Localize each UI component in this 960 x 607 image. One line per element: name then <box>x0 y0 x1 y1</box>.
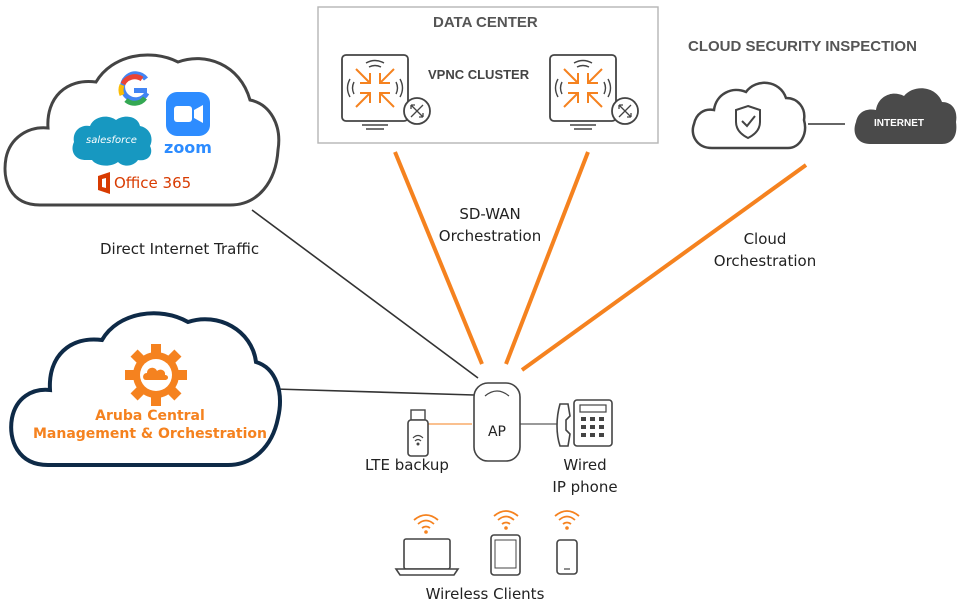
cloud-orchestration-label: Orchestration <box>713 252 817 270</box>
office365-label: Office 365 <box>114 174 192 192</box>
wired-label: Wired <box>563 456 607 474</box>
vpnc-gateway-icon <box>549 54 639 130</box>
internet-label: INTERNET <box>874 118 924 129</box>
lte-dongle-icon <box>407 409 429 457</box>
ip-phone-label: IP phone <box>552 478 618 496</box>
access-point-icon <box>473 382 521 462</box>
sdwan-label: SD-WAN <box>459 205 521 223</box>
wifi-icon <box>493 510 519 530</box>
data-center-title: DATA CENTER <box>433 14 538 31</box>
aruba-central-subtitle: Management & Orchestration <box>32 426 268 442</box>
cloud-orch-label: Cloud <box>743 230 787 248</box>
cloud-security-title: CLOUD SECURITY INSPECTION <box>688 38 917 55</box>
ap-label: AP <box>487 424 507 440</box>
internet-cloud-icon <box>854 88 957 144</box>
cloud-orchestration-line <box>520 163 808 372</box>
laptop-icon <box>394 538 460 576</box>
cloud-security-icon <box>691 81 807 150</box>
zoom-icon <box>166 92 210 136</box>
sdwan-orchestration-label: Orchestration <box>438 227 542 245</box>
aruba-central-title: Aruba Central <box>95 408 205 424</box>
sdwan-line-right <box>504 151 590 365</box>
smartphone-icon <box>556 539 578 575</box>
salesforce-logo <box>72 116 152 166</box>
ap-antenna-icon <box>484 390 510 397</box>
gear-icon <box>125 344 187 406</box>
vpnc-cluster-label: VPNC CLUSTER <box>428 67 530 82</box>
zoom-label: zoom <box>164 138 212 157</box>
direct-internet-label: Direct Internet Traffic <box>100 240 260 258</box>
salesforce-label: salesforce <box>86 135 137 146</box>
vpnc-gateway-icon <box>341 54 431 130</box>
wifi-icon <box>554 510 580 530</box>
lte-backup-label: LTE backup <box>365 456 449 474</box>
shield-icon <box>735 104 761 140</box>
direct-internet-line <box>251 209 479 379</box>
sdwan-line-left <box>393 151 484 365</box>
ip-phone-icon <box>556 399 613 447</box>
wireless-clients-label: Wireless Clients <box>425 585 545 603</box>
wifi-icon <box>413 514 439 534</box>
central-link-line <box>274 388 475 396</box>
tablet-icon <box>490 534 521 576</box>
office365-icon <box>98 172 110 194</box>
google-icon <box>118 71 150 106</box>
